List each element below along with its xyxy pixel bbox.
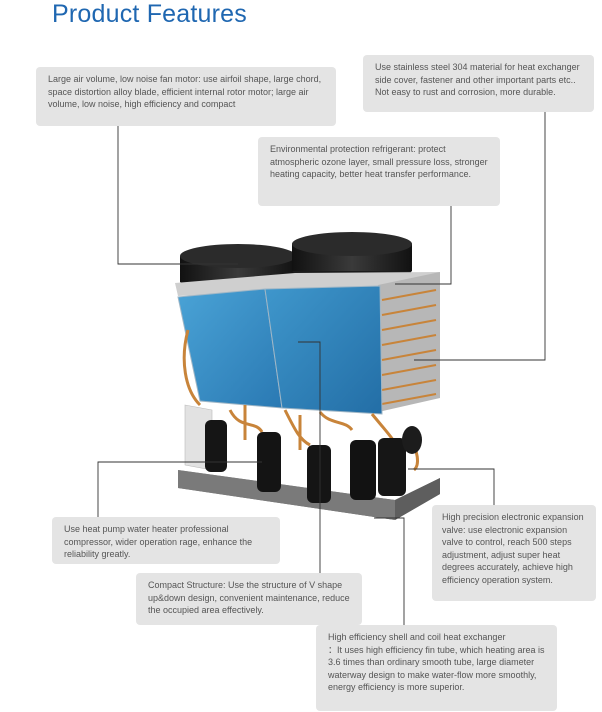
copper-pipes — [182, 329, 419, 472]
top-cover — [175, 272, 440, 296]
page-title: Product Features — [52, 0, 247, 28]
compressor-3 — [307, 445, 331, 503]
heat-exchanger-panel-right — [264, 285, 383, 415]
leader-lines — [97, 112, 546, 625]
feature-stainless-steel: Use stainless steel 304 material for hea… — [363, 55, 594, 112]
feature-fan-motor: Large air volume, low noise fan motor: u… — [36, 67, 336, 126]
heat-exchanger-panel-left — [177, 288, 283, 409]
feature-heat-exchanger: High efficiency shell and coil heat exch… — [316, 625, 557, 711]
coil-side-panel — [378, 272, 440, 412]
compressor-1 — [205, 420, 227, 472]
compressor-4 — [350, 438, 406, 500]
feature-compressor: Use heat pump water heater professional … — [52, 517, 280, 564]
copper-coils — [381, 289, 437, 405]
feature-refrigerant: Environmental protection refrigerant: pr… — [258, 137, 500, 206]
shell-and-coil-exchanger — [402, 426, 422, 454]
feature-compact-structure: Compact Structure: Use the structure of … — [136, 573, 362, 625]
feature-expansion-valve: High precision electronic expansion valv… — [432, 505, 596, 601]
compressor-2 — [257, 432, 281, 492]
